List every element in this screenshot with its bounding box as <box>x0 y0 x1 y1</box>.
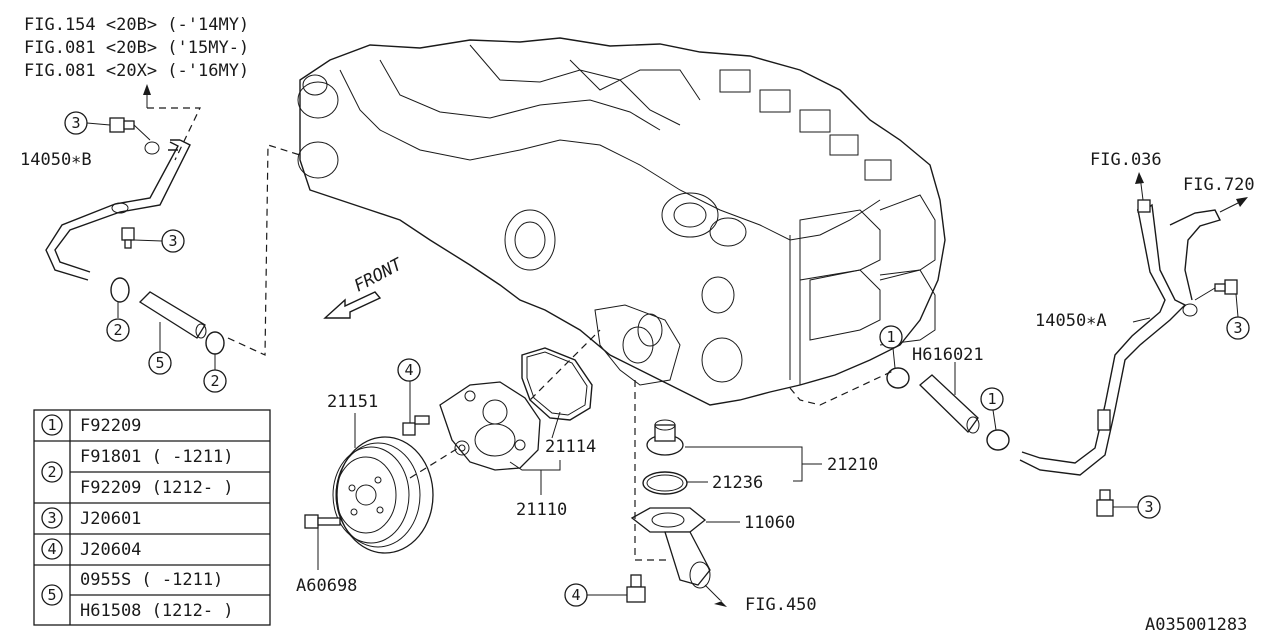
hose-14050b[interactable] <box>45 139 191 281</box>
gasket-21114[interactable] <box>521 347 593 421</box>
callout-3-mid-left[interactable]: 3 <box>133 229 185 253</box>
label-11060[interactable]: 11060 <box>744 513 795 533</box>
ref-fig081-20b[interactable]: FIG.081 <20B> ('15MY-) <box>24 38 249 58</box>
legend-row-5[interactable]: 5 0955S ( -1211) H61508 (1212- ) <box>41 570 234 621</box>
legend-5-part-b: H61508 (1212- ) <box>80 601 234 621</box>
legend-5-part-a: 0955S ( -1211) <box>80 570 223 590</box>
svg-text:3: 3 <box>168 232 177 250</box>
dashed-leader-engine-right <box>789 369 896 406</box>
clamp-1-upper[interactable] <box>886 347 910 389</box>
label-h616021[interactable]: H616021 <box>912 345 984 365</box>
label-21210[interactable]: 21210 <box>827 455 878 475</box>
hose-5[interactable] <box>138 291 207 352</box>
dashed-leader-left <box>227 144 301 356</box>
callout-1-upper[interactable]: 1 <box>879 325 903 349</box>
ref-fig154[interactable]: FIG.154 <20B> (-'14MY) <box>24 15 249 35</box>
legend-1-part: F92209 <box>80 416 141 436</box>
svg-text:4: 4 <box>571 586 580 604</box>
callout-1-lower[interactable]: 1 <box>980 387 1004 411</box>
legend-row-1[interactable]: 1 F92209 <box>41 414 141 436</box>
label-21110[interactable]: 21110 <box>516 500 567 520</box>
callout-5[interactable]: 5 <box>148 351 172 375</box>
callout-3-lower-right[interactable]: 3 <box>1113 495 1161 519</box>
svg-text:3: 3 <box>71 114 80 132</box>
label-a60698[interactable]: A60698 <box>296 576 357 596</box>
legend-2-part-a: F91801 ( -1211) <box>80 447 234 467</box>
ref-fig081-20x[interactable]: FIG.081 <20X> (-'16MY) <box>24 61 249 81</box>
svg-text:1: 1 <box>47 416 56 434</box>
callout-2-right[interactable]: 2 <box>203 369 227 393</box>
legend-4-part: J20604 <box>80 540 141 560</box>
thermostat-21210[interactable] <box>646 419 684 456</box>
ref-fig450[interactable]: FIG.450 <box>745 595 817 615</box>
legend-row-2[interactable]: 2 F91801 ( -1211) F92209 (1212- ) <box>41 447 234 498</box>
svg-text:3: 3 <box>1144 498 1153 516</box>
diagram-id: A035001283 <box>1145 615 1247 635</box>
ref-arrow-up <box>143 84 201 161</box>
label-21151[interactable]: 21151 <box>327 392 378 412</box>
bolt-3-upper-left[interactable] <box>109 117 151 141</box>
gasket-21236[interactable] <box>642 471 688 495</box>
ref-fig720[interactable]: FIG.720 <box>1183 175 1255 195</box>
svg-text:1: 1 <box>987 390 996 408</box>
engine-block <box>297 37 946 406</box>
pulley-21151[interactable] <box>332 436 434 554</box>
label-21114[interactable]: 21114 <box>545 437 596 457</box>
label-14050a[interactable]: 14050∗A <box>1035 311 1107 331</box>
bolt-4-upper[interactable] <box>402 380 430 436</box>
thermostat-housing-11060[interactable] <box>630 507 711 589</box>
svg-text:1: 1 <box>886 328 895 346</box>
svg-text:2: 2 <box>210 372 219 390</box>
label-14050b[interactable]: 14050∗B <box>20 150 92 170</box>
bolt-3-mid-left[interactable] <box>121 227 135 249</box>
label-21236[interactable]: 21236 <box>712 473 763 493</box>
svg-text:2: 2 <box>47 463 56 481</box>
legend-2-part-b: F92209 (1212- ) <box>80 478 234 498</box>
legend-row-3[interactable]: 3 J20601 <box>41 507 141 529</box>
ref-fig036-arrow <box>1135 172 1144 201</box>
dashed-leader-thermostat <box>634 380 668 561</box>
callout-4-upper[interactable]: 4 <box>397 358 421 382</box>
svg-text:3: 3 <box>47 509 56 527</box>
callout-2-left[interactable]: 2 <box>106 318 130 342</box>
ref-fig036[interactable]: FIG.036 <box>1090 150 1162 170</box>
bolt-3-upper-right[interactable] <box>1194 279 1238 301</box>
svg-text:2: 2 <box>113 321 122 339</box>
svg-text:5: 5 <box>47 586 56 604</box>
legend-table <box>33 409 271 626</box>
ref-fig450-arrow <box>704 584 727 607</box>
svg-text:4: 4 <box>47 540 56 558</box>
water-pump-21110[interactable] <box>439 381 541 471</box>
hose-14050a[interactable] <box>1019 199 1221 476</box>
clamp-2-left[interactable] <box>110 277 130 318</box>
ref-fig720-arrow <box>1219 197 1248 213</box>
hose-h616021[interactable] <box>919 362 980 434</box>
leader-14050a <box>1132 317 1151 323</box>
bolt-4-lower[interactable] <box>626 574 646 603</box>
svg-text:4: 4 <box>404 361 413 379</box>
clamp-1-lower[interactable] <box>986 409 1010 451</box>
callout-3-upper-left[interactable]: 3 <box>64 111 111 135</box>
clamp-2-right[interactable] <box>205 331 225 370</box>
front-label: FRONT <box>351 254 407 297</box>
callout-4-lower[interactable]: 4 <box>564 583 627 607</box>
front-arrow-icon <box>323 291 382 319</box>
svg-text:5: 5 <box>155 354 164 372</box>
bolt-3-lower-right[interactable] <box>1096 489 1114 517</box>
svg-text:3: 3 <box>1233 319 1242 337</box>
leader-21114 <box>551 411 561 439</box>
legend-row-4[interactable]: 4 J20604 <box>41 538 141 560</box>
bolt-a60698[interactable] <box>304 514 341 570</box>
callout-3-upper-right[interactable]: 3 <box>1226 293 1250 340</box>
legend-3-part: J20601 <box>80 509 141 529</box>
